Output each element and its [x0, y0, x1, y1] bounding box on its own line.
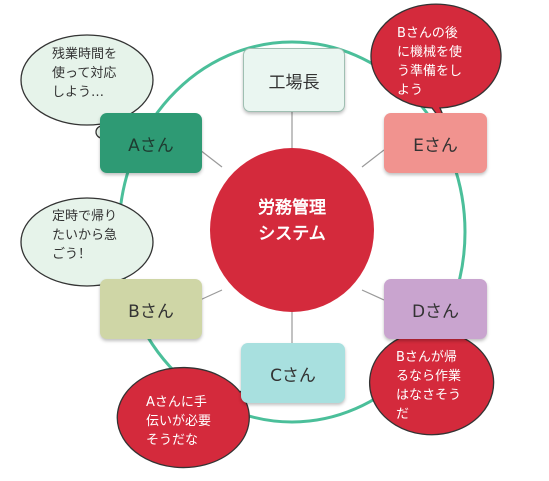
node-factory-manager-label: 工場長 — [268, 72, 320, 93]
speech-bubble-e — [370, 3, 502, 133]
node-person-c: Cさん — [241, 343, 345, 403]
node-person-b: Bさん — [100, 279, 202, 339]
node-person-c-label: Cさん — [270, 365, 316, 386]
spoke-right-top — [361, 149, 385, 168]
node-person-a-label: Aさん — [128, 135, 174, 156]
speech-text-e: Bさんの後 に機械を使 う準備をし よう — [397, 26, 463, 98]
speech-text-c: Aさんに手 伝いが必要 そうだな — [146, 395, 212, 448]
node-person-e: Eさん — [384, 113, 487, 173]
node-person-a: Aさん — [100, 113, 202, 173]
spoke-left-top — [199, 149, 223, 168]
speech-bubble-c — [116, 366, 263, 469]
thought-text-a: 残業時間を 使って対応 しよう… — [52, 47, 118, 100]
speech-text-d: Bさんが帰 るなら作業 はなさそう だ — [396, 350, 462, 422]
node-factory-manager: 工場長 — [243, 48, 345, 112]
connector-lines — [199, 112, 385, 345]
spoke-right-bottom — [361, 289, 385, 301]
center-label: 労務管理 システム — [258, 198, 326, 244]
center-circle — [210, 148, 374, 312]
node-person-b-label: Bさん — [128, 301, 174, 322]
node-person-d-label: Dさん — [411, 301, 460, 322]
node-person-e-label: Eさん — [413, 135, 458, 156]
thought-text-b: 定時で帰り たいから急 ごう！ — [52, 209, 118, 262]
spoke-left-bottom — [199, 289, 223, 301]
node-person-d: Dさん — [384, 279, 487, 339]
